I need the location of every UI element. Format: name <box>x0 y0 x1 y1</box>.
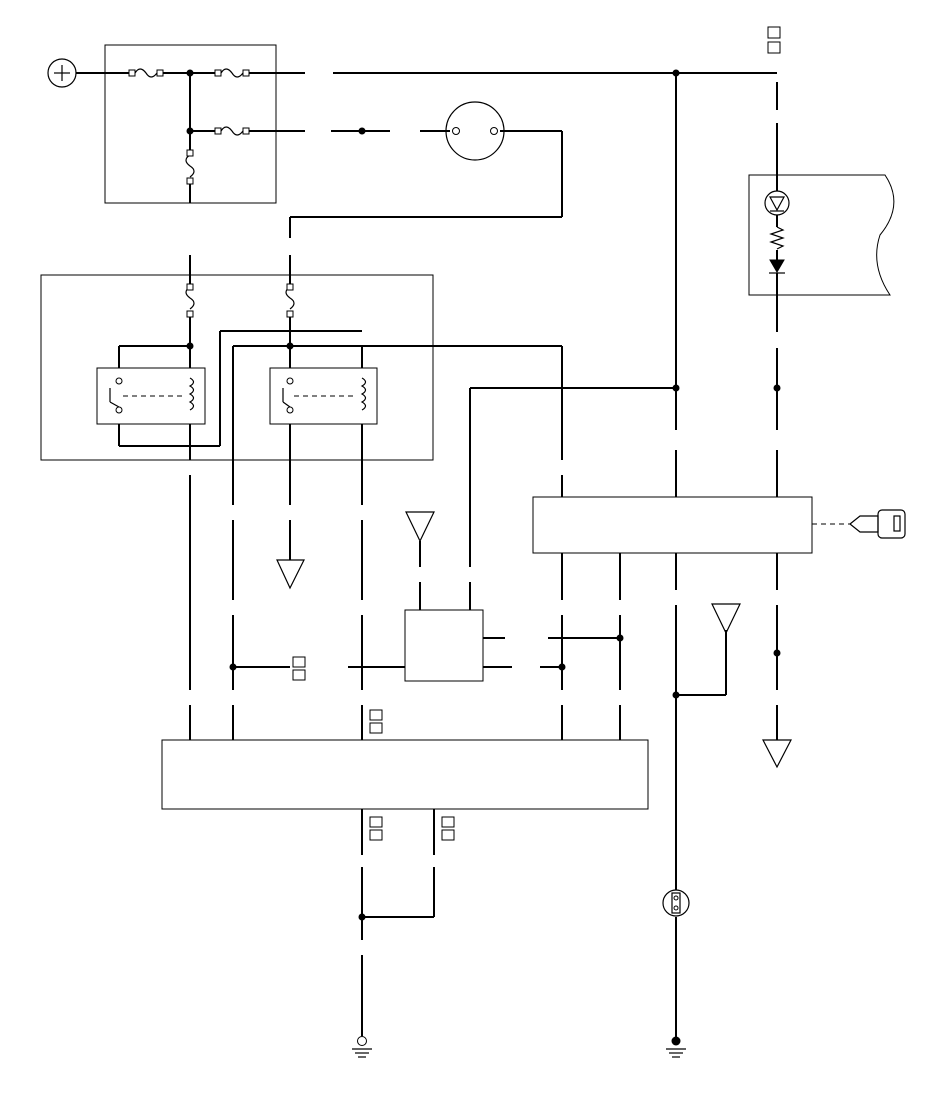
relay-coil-icon <box>188 377 195 411</box>
right-wiring <box>469 69 781 1040</box>
ground-triangle-icon <box>276 520 305 590</box>
resistor-icon <box>769 226 785 250</box>
vertical-feeds <box>189 475 363 740</box>
relay-switch-icon <box>109 377 123 414</box>
relay-1 <box>96 367 206 425</box>
connector-icon <box>292 656 306 681</box>
antenna-icon <box>711 603 741 635</box>
motor-wiring <box>289 127 563 238</box>
relay-terminals <box>186 283 294 350</box>
antenna-icon <box>405 511 435 567</box>
indicator-panel <box>748 174 895 296</box>
ground-icon <box>666 1036 686 1058</box>
control-unit <box>532 496 813 554</box>
ground-icon <box>352 1036 372 1058</box>
bottom-wiring <box>358 809 435 1036</box>
connector-icon <box>369 709 383 734</box>
motor-icon <box>445 101 505 161</box>
battery-positive-icon <box>47 58 77 88</box>
receiver-wiring <box>229 582 512 671</box>
connector-icon <box>369 816 383 841</box>
receiver-module <box>404 609 484 682</box>
relay-switch-icon <box>282 377 294 414</box>
fuse-icons <box>128 69 250 185</box>
connector-icon <box>441 816 455 841</box>
relay-coil-icon <box>360 377 367 411</box>
bottom-module <box>161 739 649 810</box>
connector-plug-icon <box>662 889 690 917</box>
key-icon <box>849 509 906 539</box>
ground-triangle-icon <box>762 739 792 769</box>
connector-icon <box>767 26 781 54</box>
relay-2 <box>269 367 378 425</box>
